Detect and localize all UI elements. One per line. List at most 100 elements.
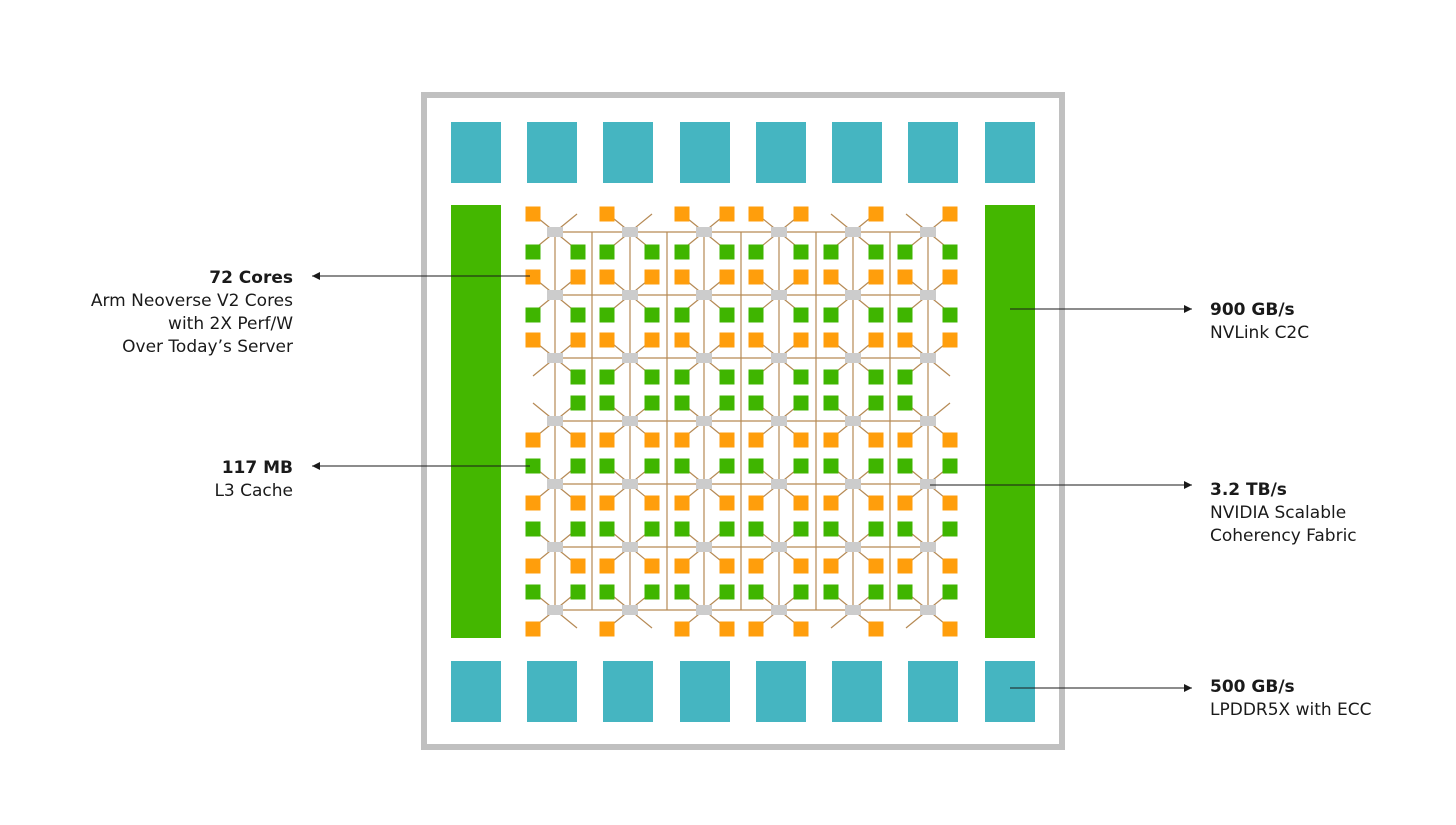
nvlink-label-head: 900 GB/s: [1210, 300, 1295, 320]
core-block: [674, 332, 690, 348]
nvlink-bar-left: [451, 205, 501, 638]
core-block: [525, 269, 541, 285]
cache-block: [897, 395, 913, 411]
cache-block: [674, 521, 690, 537]
nvlink-arrow-head: [1184, 305, 1192, 313]
chip-frame: [421, 92, 1065, 750]
cache-block: [748, 307, 764, 323]
memory-label-head: 500 GB/s: [1210, 677, 1295, 697]
core-block: [644, 332, 660, 348]
core-block: [793, 495, 809, 511]
cache-block: [719, 369, 735, 385]
router-node: [920, 416, 936, 426]
memory-label: 500 GB/s LPDDR5X with ECC: [1210, 676, 1372, 722]
cache-block: [570, 244, 586, 260]
nvlink-bars: [451, 205, 1035, 638]
core-block: [868, 269, 884, 285]
cache-block: [823, 244, 839, 260]
cache-block: [525, 458, 541, 474]
router-node: [696, 416, 712, 426]
cache-block: [793, 307, 809, 323]
core-block: [823, 332, 839, 348]
cache-block: [674, 369, 690, 385]
cache-block: [868, 307, 884, 323]
core-block: [823, 269, 839, 285]
memory-block: [603, 661, 653, 722]
cache-block: [644, 244, 660, 260]
cache-block: [942, 244, 958, 260]
router-node: [845, 227, 861, 237]
cache-block: [748, 458, 764, 474]
memory-block: [451, 661, 501, 722]
core-block: [868, 206, 884, 222]
cache-arrow-head: [312, 462, 320, 470]
router-node: [696, 353, 712, 363]
nvlink-label: 900 GB/s NVLink C2C: [1210, 299, 1309, 345]
memory-block: [451, 122, 501, 183]
cache-block: [644, 458, 660, 474]
core-block: [942, 269, 958, 285]
memory-block: [756, 661, 806, 722]
core-block: [599, 432, 615, 448]
core-block: [674, 495, 690, 511]
cache-block: [793, 458, 809, 474]
router-node: [845, 605, 861, 615]
router-node: [920, 227, 936, 237]
cache-block: [570, 307, 586, 323]
cache-block: [868, 244, 884, 260]
core-block: [674, 558, 690, 574]
core-block: [942, 332, 958, 348]
cache-block: [644, 521, 660, 537]
router-node: [771, 479, 787, 489]
core-block: [823, 495, 839, 511]
memory-block: [527, 661, 577, 722]
cores-label: 72 Cores Arm Neoverse V2 Cores with 2X P…: [91, 267, 293, 359]
cache-label-head: 117 MB: [221, 458, 293, 478]
cache-block: [793, 244, 809, 260]
core-block: [674, 206, 690, 222]
core-block: [793, 332, 809, 348]
router-node: [920, 542, 936, 552]
fabric-label-line-1: NVIDIA Scalable: [1210, 503, 1347, 523]
router-node: [547, 290, 563, 300]
core-block: [748, 269, 764, 285]
router-node: [696, 605, 712, 615]
cache-block: [674, 307, 690, 323]
memory-block: [985, 661, 1035, 722]
core-block: [525, 332, 541, 348]
cache-block: [942, 584, 958, 600]
core-block: [748, 495, 764, 511]
cache-block: [599, 307, 615, 323]
router-node: [845, 542, 861, 552]
core-block: [525, 558, 541, 574]
router-node: [920, 353, 936, 363]
router-node: [920, 479, 936, 489]
callout-arrows: [312, 272, 1192, 692]
cache-block: [525, 521, 541, 537]
cache-block: [868, 458, 884, 474]
router-node: [547, 353, 563, 363]
core-block: [719, 269, 735, 285]
core-block: [525, 495, 541, 511]
core-block: [570, 332, 586, 348]
cache-block: [599, 369, 615, 385]
cache-block: [719, 458, 735, 474]
router-node: [771, 416, 787, 426]
fabric-wires: [532, 213, 951, 629]
cache-block: [823, 307, 839, 323]
memory-arrow-head: [1184, 684, 1192, 692]
cache-block: [644, 369, 660, 385]
fabric-label: 3.2 TB/s NVIDIA Scalable Coherency Fabri…: [1210, 479, 1357, 548]
core-block: [719, 332, 735, 348]
core-block: [942, 495, 958, 511]
cache-block: [525, 584, 541, 600]
core-block: [719, 206, 735, 222]
memory-block: [680, 661, 730, 722]
core-block: [823, 558, 839, 574]
router-node: [547, 227, 563, 237]
memory-block: [603, 122, 653, 183]
core-block: [570, 558, 586, 574]
router-node: [920, 605, 936, 615]
cache-block: [942, 521, 958, 537]
core-block: [719, 495, 735, 511]
